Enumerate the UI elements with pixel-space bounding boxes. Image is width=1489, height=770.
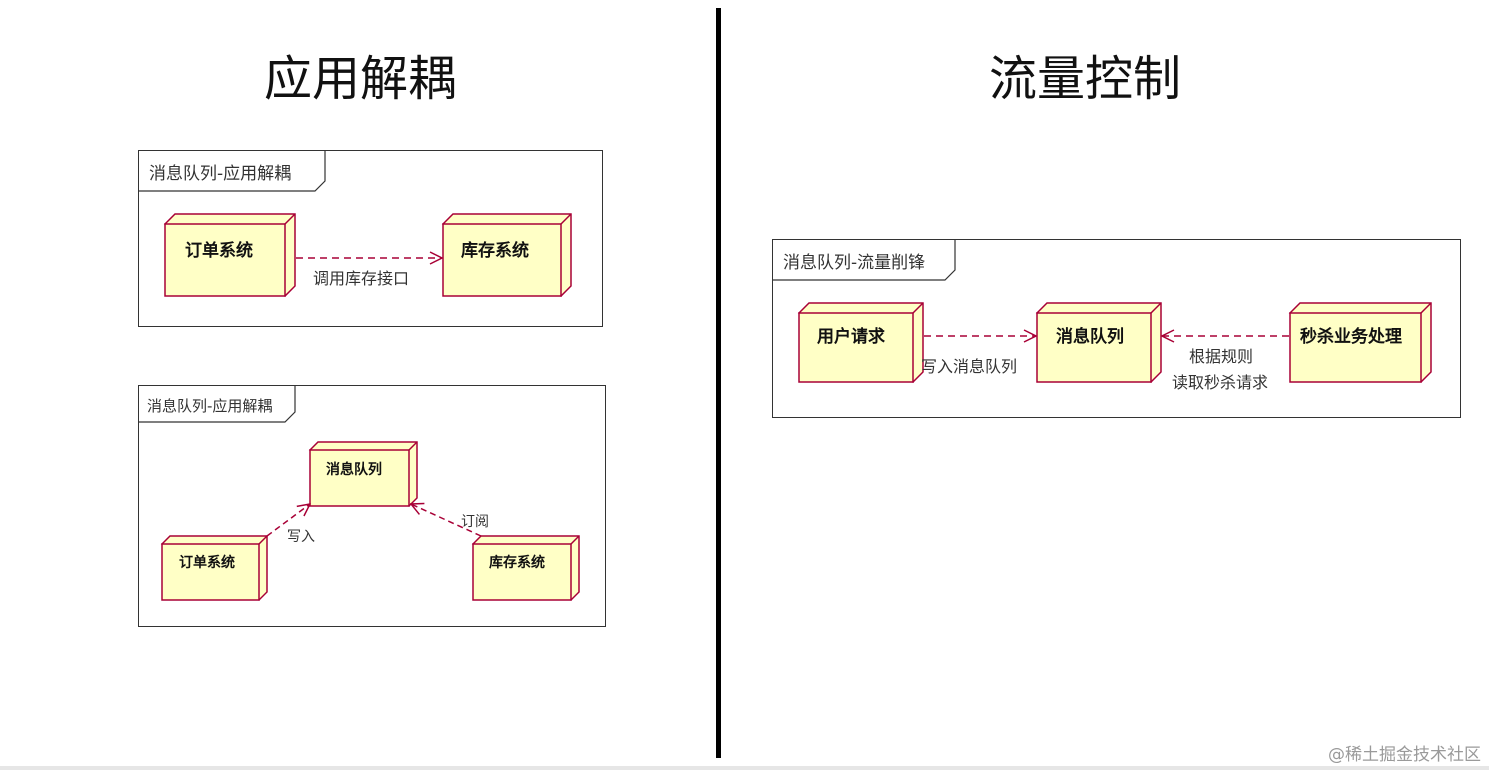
frame-tab — [773, 240, 956, 281]
node-message-queue: 消息队列 — [308, 441, 418, 507]
node-message-queue: 消息队列 — [1035, 302, 1162, 383]
node-label: 订单系统 — [179, 554, 235, 571]
edge-label: 写入消息队列 — [921, 357, 1017, 376]
edge-label: 调用库存接口 — [313, 269, 409, 288]
edge-write — [266, 504, 310, 537]
edge-label: 订阅 — [461, 514, 489, 530]
edge-label-line2: 读取秒杀请求 — [1172, 373, 1268, 392]
frame-label: 消息队列-应用解耦 — [149, 164, 291, 184]
node-label: 消息队列 — [326, 461, 382, 478]
diagram-canvas: 消息队列-应用解耦 订单系统 库存系统 调用库存接口 — [139, 151, 572, 297]
frame-label: 消息队列-流量削锋 — [783, 253, 925, 273]
node-seckill-processing: 秒杀业务处理 — [1288, 302, 1432, 383]
diagram-canvas: 消息队列-应用解耦 消息队列 订单系统 库存系统 写入 订阅 — [139, 386, 580, 601]
section-title-traffic-control: 流量控制 — [988, 51, 1181, 107]
diagram-frame-decoupling-direct: 消息队列-应用解耦 订单系统 库存系统 调用库存接口 — [138, 150, 603, 327]
node-label: 秒杀业务处理 — [1300, 326, 1402, 347]
node-user-request: 用户请求 — [797, 302, 924, 383]
watermark: @稀土掘金技术社区 — [1328, 745, 1481, 765]
node-label: 库存系统 — [489, 554, 545, 571]
node-inventory-system: 库存系统 — [441, 213, 572, 297]
node-label: 用户请求 — [817, 326, 885, 347]
edge-subscribe — [411, 504, 482, 537]
bottom-rule — [0, 766, 1489, 770]
frame-label: 消息队列-应用解耦 — [147, 397, 272, 415]
node-label: 消息队列 — [1056, 326, 1124, 347]
frame-tab — [139, 151, 326, 192]
node-label: 订单系统 — [185, 240, 253, 261]
node-inventory-system: 库存系统 — [471, 535, 580, 601]
node-order-system: 订单系统 — [163, 213, 296, 297]
diagram-frame-decoupling-queue: 消息队列-应用解耦 消息队列 订单系统 库存系统 写入 订阅 — [138, 385, 606, 627]
diagram-canvas: 消息队列-流量削锋 用户请求 消息队列 秒杀业务处理 写入消息队列 根据规则 读… — [773, 240, 1432, 392]
node-label: 库存系统 — [461, 240, 529, 261]
edge-label: 写入 — [287, 529, 315, 545]
diagram-frame-traffic-shaving: 消息队列-流量削锋 用户请求 消息队列 秒杀业务处理 写入消息队列 根据规则 读… — [772, 239, 1461, 418]
node-order-system: 订单系统 — [160, 535, 268, 601]
section-title-decoupling: 应用解耦 — [263, 51, 456, 107]
section-divider — [716, 8, 721, 758]
frame-tab — [139, 386, 296, 423]
edge-label-line1: 根据规则 — [1189, 347, 1253, 366]
